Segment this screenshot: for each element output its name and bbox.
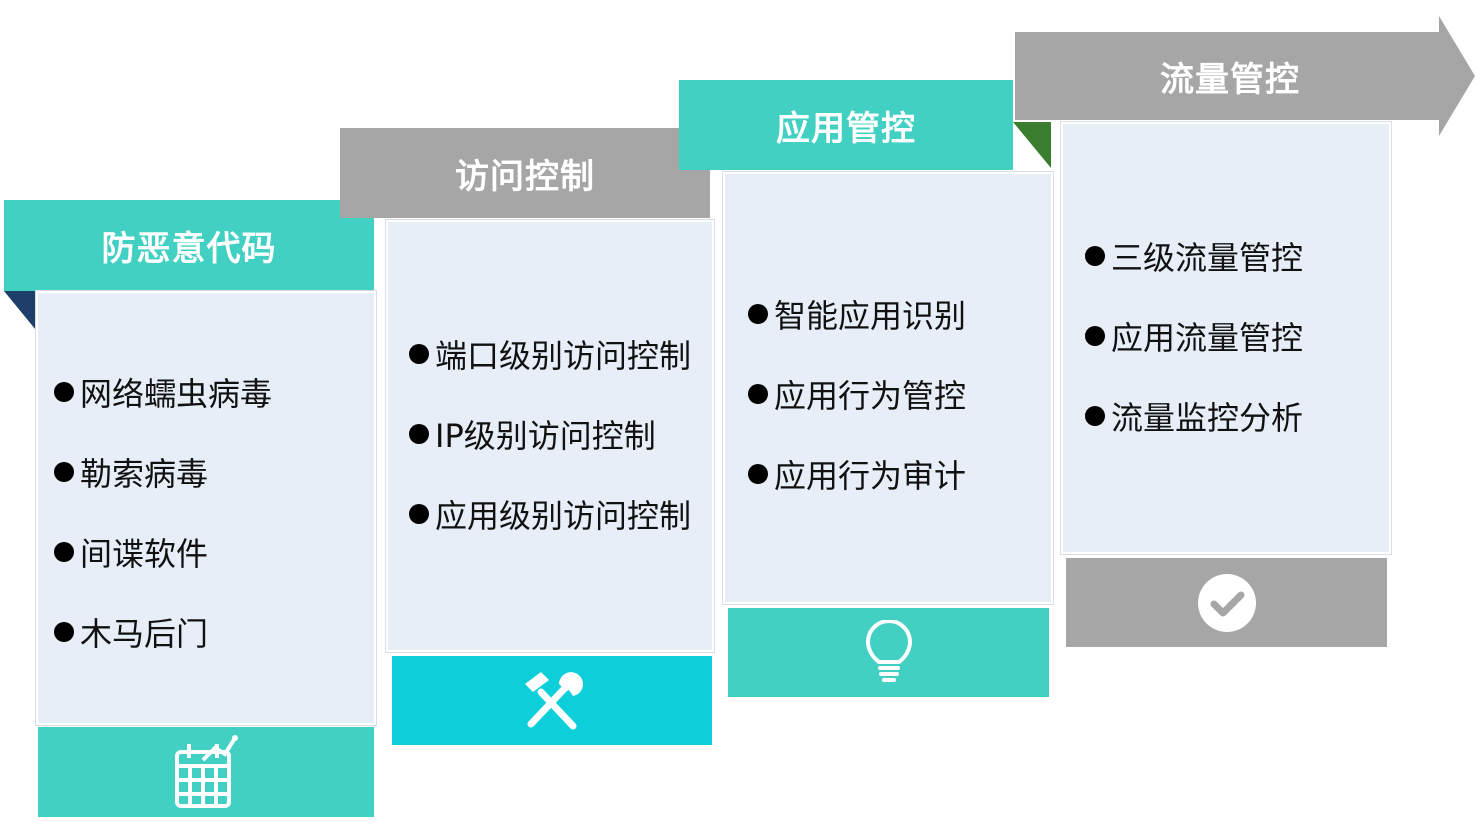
bullet-icon	[1085, 406, 1105, 426]
step4-panel	[1061, 122, 1391, 554]
bullet-icon	[748, 384, 768, 404]
step4-list: 三级流量管控 应用流量管控 流量监控分析	[1085, 216, 1303, 456]
bullet-icon	[54, 382, 74, 402]
list-item: 网络蠕虫病毒	[54, 352, 272, 432]
bullet-icon	[54, 542, 74, 562]
step2-panel	[386, 220, 714, 652]
checkmark-circle-icon	[1197, 573, 1256, 632]
step3-fold-corner	[1013, 122, 1051, 168]
step2-title: 访问控制	[455, 156, 595, 197]
tools-icon	[525, 671, 583, 729]
step4-header-arrow	[1015, 16, 1475, 136]
step1-fold-corner	[4, 291, 40, 335]
list-item: 间谍软件	[54, 512, 272, 592]
list-item: 应用行为管控	[748, 354, 966, 434]
step3-list: 智能应用识别 应用行为管控 应用行为审计	[748, 274, 966, 514]
list-item: 端口级别访问控制	[409, 314, 691, 394]
step2-list: 端口级别访问控制 IP级别访问控制 应用级别访问控制	[409, 314, 691, 554]
list-item: 应用行为审计	[748, 434, 966, 514]
bullet-icon	[409, 504, 429, 524]
bullet-icon	[1085, 326, 1105, 346]
list-item: 智能应用识别	[748, 274, 966, 354]
bullet-icon	[54, 622, 74, 642]
step3-icon-box	[728, 608, 1049, 697]
step2-icon-box	[392, 656, 712, 745]
step3-panel	[723, 172, 1053, 604]
step4-icon-box	[1066, 558, 1387, 647]
list-item: 应用流量管控	[1085, 296, 1303, 376]
list-item: 流量监控分析	[1085, 376, 1303, 456]
list-item: 应用级别访问控制	[409, 474, 691, 554]
step1-list: 网络蠕虫病毒 勒索病毒 间谍软件 木马后门	[54, 352, 272, 672]
list-item: 木马后门	[54, 592, 272, 672]
list-item: 三级流量管控	[1085, 216, 1303, 296]
step4-header: 流量管控	[1015, 32, 1445, 120]
step3-header: 应用管控	[679, 80, 1013, 170]
list-item: IP级别访问控制	[409, 394, 691, 474]
step1-header: 防恶意代码	[4, 200, 374, 291]
bullet-icon	[409, 344, 429, 364]
step3-title: 应用管控	[776, 108, 916, 149]
bullet-icon	[748, 464, 768, 484]
step1-panel	[36, 291, 376, 725]
bullet-icon	[1085, 246, 1105, 266]
lightbulb-icon	[865, 619, 912, 682]
step1-title: 防恶意代码	[101, 229, 277, 269]
step2-header: 访问控制	[340, 128, 710, 218]
list-item: 勒索病毒	[54, 432, 272, 512]
bullet-icon	[54, 462, 74, 482]
bullet-icon	[409, 424, 429, 444]
step1-icon-box	[38, 727, 374, 817]
calendar-chart-icon	[175, 735, 238, 808]
bullet-icon	[748, 304, 768, 324]
step4-title: 流量管控	[1160, 59, 1300, 100]
